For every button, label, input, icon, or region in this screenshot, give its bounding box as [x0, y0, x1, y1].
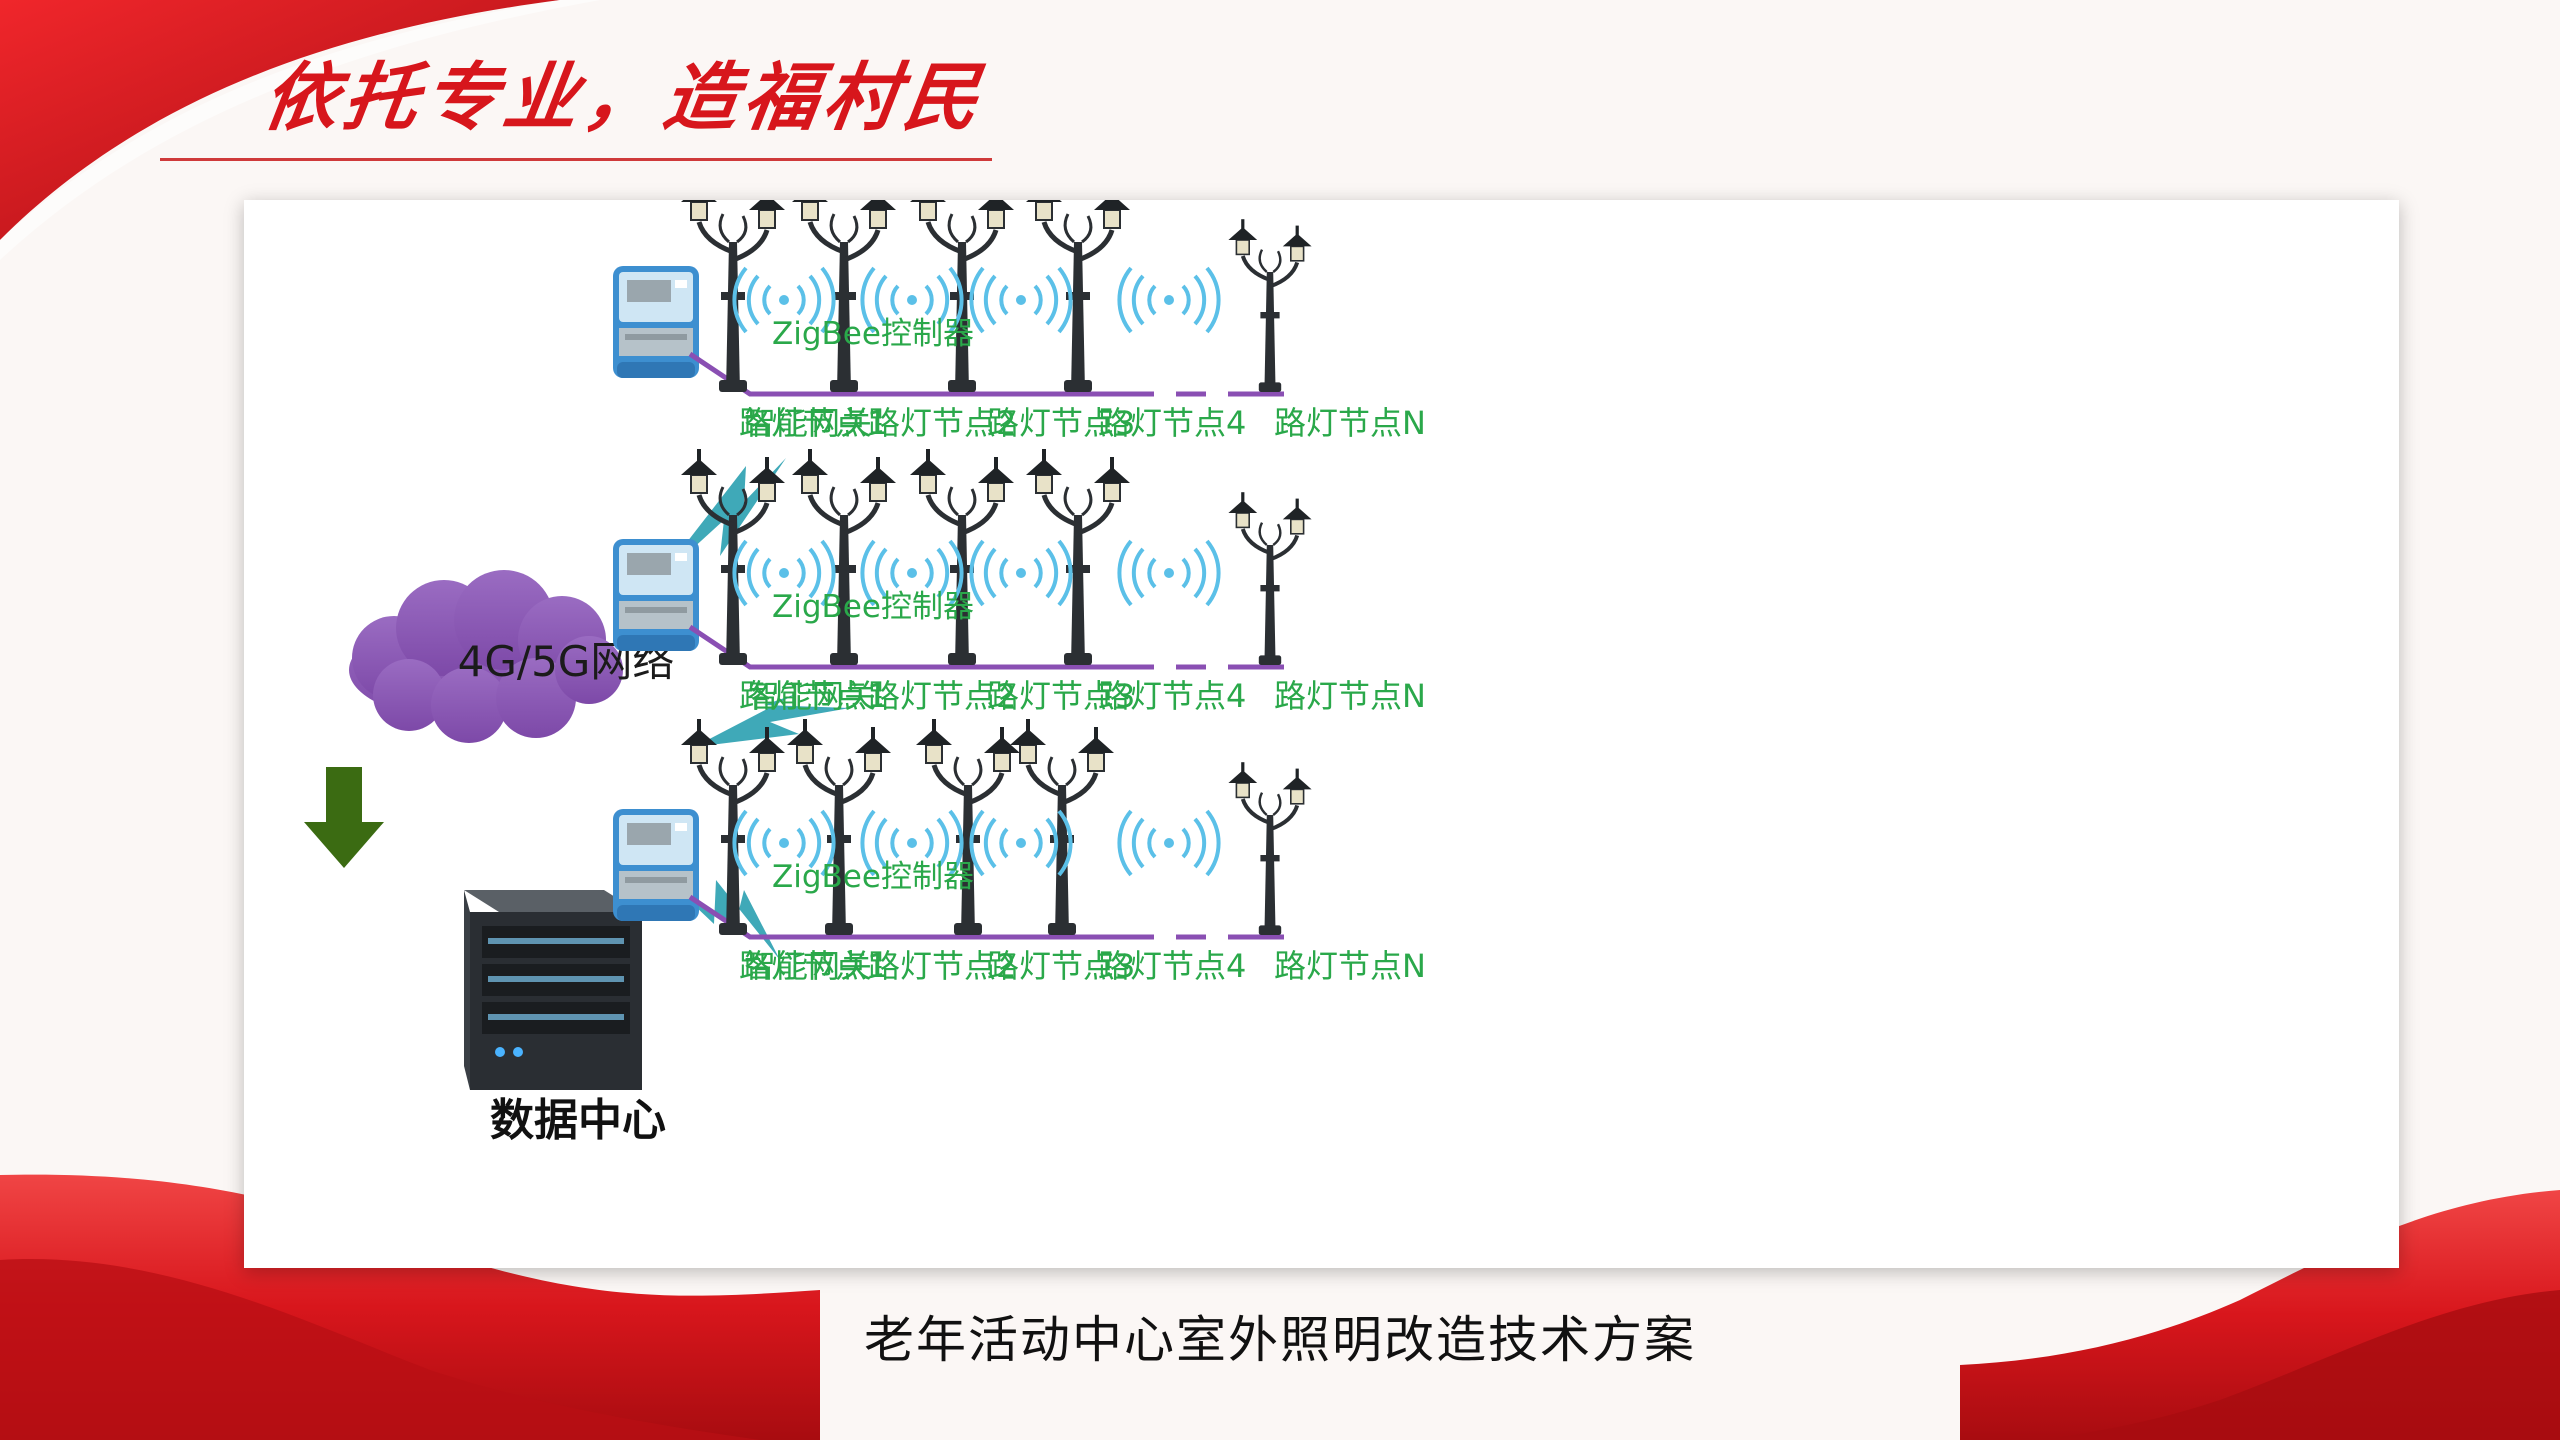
lamp-node-label: 路灯节点N: [1274, 404, 1426, 442]
street-lamp-icon: [787, 719, 891, 935]
wifi-signal-icon: [1117, 539, 1221, 607]
street-lamp-icon: [1228, 492, 1311, 665]
lamp-node-label: 路灯节点2: [868, 947, 1016, 985]
lamp-node-label: 路灯节点4: [1098, 404, 1246, 442]
cloud-icon: [349, 570, 623, 743]
bus-line: [688, 351, 1129, 397]
lamp-node-label: 路灯节点N: [1274, 947, 1426, 985]
wifi-signal-icon: [1117, 266, 1221, 334]
lamp-node-label: 路灯节点1: [739, 677, 887, 715]
lamp-node-label: 路灯节点2: [868, 677, 1016, 715]
gateway-meter-icon: [613, 266, 699, 378]
gateway-label: 智能网关: [748, 677, 876, 715]
lamp-node-label: 路灯节点3: [987, 404, 1135, 442]
slide-caption: 老年活动中心室外照明改造技术方案: [864, 1311, 1696, 1369]
slide-slogan: 依托专业，造福村民: [258, 55, 991, 141]
street-lamp-icon: [910, 449, 1014, 665]
lightning-icon: [634, 848, 780, 960]
bottom-ribbon-right-fold: [2040, 1290, 2560, 1440]
lamp-node-label: 路灯节点3: [987, 677, 1135, 715]
down-arrow-icon: [304, 767, 384, 868]
lamp-node-label: 路灯节点1: [739, 947, 887, 985]
wifi-signal-icon: [969, 539, 1073, 607]
title-underline: [160, 158, 992, 161]
zigbee-controller-label: ZigBee控制器: [772, 859, 974, 895]
street-lamp-icon: [792, 200, 896, 392]
gateway-meter-icon: [613, 539, 699, 651]
street-lamp-icon: [916, 719, 1020, 935]
bottom-ribbon-fold: [0, 1259, 760, 1440]
lamp-node-label: 路灯节点1: [739, 404, 887, 442]
gateway-label: 智能网关: [744, 404, 872, 442]
lamp-node-label: 路灯节点3: [987, 947, 1135, 985]
corner-swoosh: [0, 0, 560, 240]
network-diagram: 4G/5G网络 数据中心 ZigBee控制器智能网关路灯节点1路灯节点2路灯节点…: [304, 200, 1426, 1146]
wifi-signal-icon: [969, 809, 1073, 877]
gateway-meter-icon: [613, 809, 699, 921]
server-icon: [464, 890, 642, 1090]
street-lamp-icon: [1228, 219, 1311, 392]
street-lamp-icon: [1026, 449, 1130, 665]
wifi-signal-icon: [1117, 809, 1221, 877]
lightning-icon: [694, 694, 850, 747]
wifi-signal-icon: [969, 266, 1073, 334]
gateway-label: 智能网关: [744, 947, 872, 985]
network-cloud: 4G/5G网络: [349, 570, 674, 743]
zigbee-controller-label: ZigBee控制器: [772, 316, 974, 352]
bus-line: [688, 624, 1129, 670]
street-lamp-icon: [1228, 762, 1311, 935]
bus-line: [688, 894, 1129, 940]
lamp-node-label: 路灯节点2: [868, 404, 1016, 442]
street-lamp-icon: [1010, 719, 1114, 935]
zigbee-controller-label: ZigBee控制器: [772, 589, 974, 625]
lamp-node-label: 路灯节点4: [1098, 947, 1246, 985]
lamp-node-label: 路灯节点4: [1098, 677, 1246, 715]
lamp-node-label: 路灯节点N: [1274, 677, 1426, 715]
datacenter-label: 数据中心: [490, 1095, 666, 1146]
